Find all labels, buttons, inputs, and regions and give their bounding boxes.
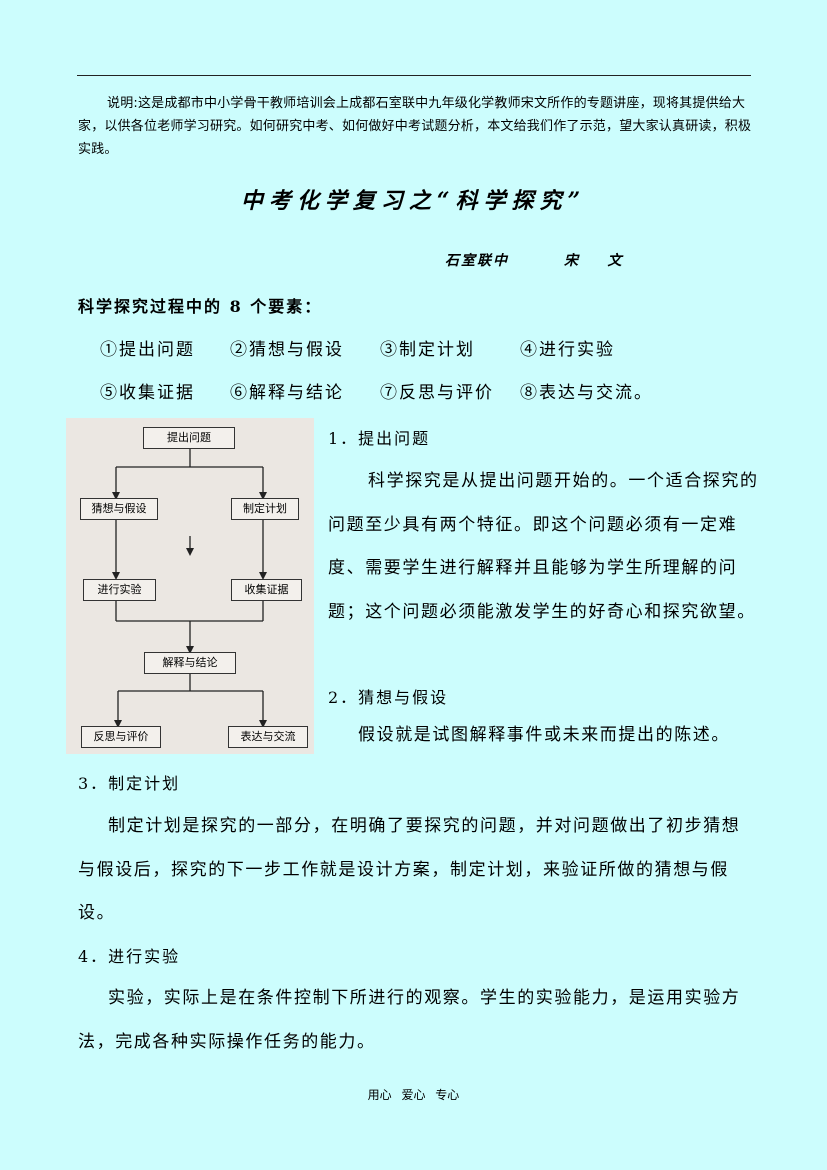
- flowchart-connectors: [112, 448, 267, 728]
- section-heading-4: 4．进行实验: [78, 947, 181, 966]
- author-line: 石室联中 宋 文: [445, 253, 624, 269]
- intro-note-text: 说明:这是成都市中小学骨干教师培训会上成都石室联中九年级化学教师宋文所作的专题讲…: [78, 96, 752, 157]
- element-item: ③制定计划: [380, 340, 475, 360]
- element-item: ⑤收集证据: [100, 383, 195, 403]
- flow-node: 提出问题: [143, 427, 235, 449]
- section-heading-3: 3．制定计划: [78, 774, 181, 793]
- flowchart-diagram: 提出问题 猜想与假设 制定计划 进行实验 收集证据 解释与结论 反思与评价 表达…: [66, 418, 314, 754]
- section-heading-2: 2．猜想与假设: [328, 688, 449, 707]
- header-rule: [77, 75, 751, 76]
- section-body-1: 科学探究是从提出问题开始的。一个适合探究的问题至少具有两个特征。即这个问题必须有…: [328, 460, 760, 634]
- section-body-text: 科学探究是从提出问题开始的。一个适合探究的问题至少具有两个特征。即这个问题必须有…: [328, 471, 759, 622]
- flow-node: 制定计划: [231, 498, 299, 520]
- flow-node: 反思与评价: [81, 726, 161, 748]
- element-item: ④进行实验: [520, 340, 615, 360]
- flow-node: 收集证据: [231, 579, 302, 601]
- flow-node: 解释与结论: [144, 652, 236, 674]
- section-body-text: 假设就是试图解释事件或未来而提出的陈述。: [358, 725, 730, 745]
- section-body-4: 实验，实际上是在条件控制下所进行的观察。学生的实验能力，是运用实验方法，完成各种…: [78, 977, 754, 1064]
- element-item: ⑧表达与交流。: [520, 383, 653, 403]
- section-body-text: 制定计划是探究的一部分，在明确了要探究的问题，并对问题做出了初步猜想与假设后，探…: [78, 816, 741, 923]
- elements-intro: 科学探究过程中的 8 个要素：: [78, 297, 323, 316]
- element-item: ⑦反思与评价: [380, 383, 494, 403]
- flow-node: 猜想与假设: [80, 498, 158, 520]
- flow-node: 进行实验: [83, 579, 156, 601]
- section-body-text: 实验，实际上是在条件控制下所进行的观察。学生的实验能力，是运用实验方法，完成各种…: [78, 988, 741, 1052]
- section-heading-1: 1．提出问题: [328, 429, 431, 448]
- element-item: ②猜想与假设: [230, 340, 344, 360]
- flow-node: 表达与交流: [228, 726, 308, 748]
- element-item: ①提出问题: [100, 340, 195, 360]
- intro-note: 说明:这是成都市中小学骨干教师培训会上成都石室联中九年级化学教师宋文所作的专题讲…: [78, 92, 754, 161]
- section-body-2: 假设就是试图解释事件或未来而提出的陈述。: [358, 714, 778, 758]
- page-title: 中考化学复习之“科学探究”: [240, 188, 587, 214]
- section-body-3: 制定计划是探究的一部分，在明确了要探究的问题，并对问题做出了初步猜想与假设后，探…: [78, 805, 754, 936]
- page-footer: 用心 爱心 专心: [367, 1088, 460, 1102]
- element-item: ⑥解释与结论: [230, 383, 344, 403]
